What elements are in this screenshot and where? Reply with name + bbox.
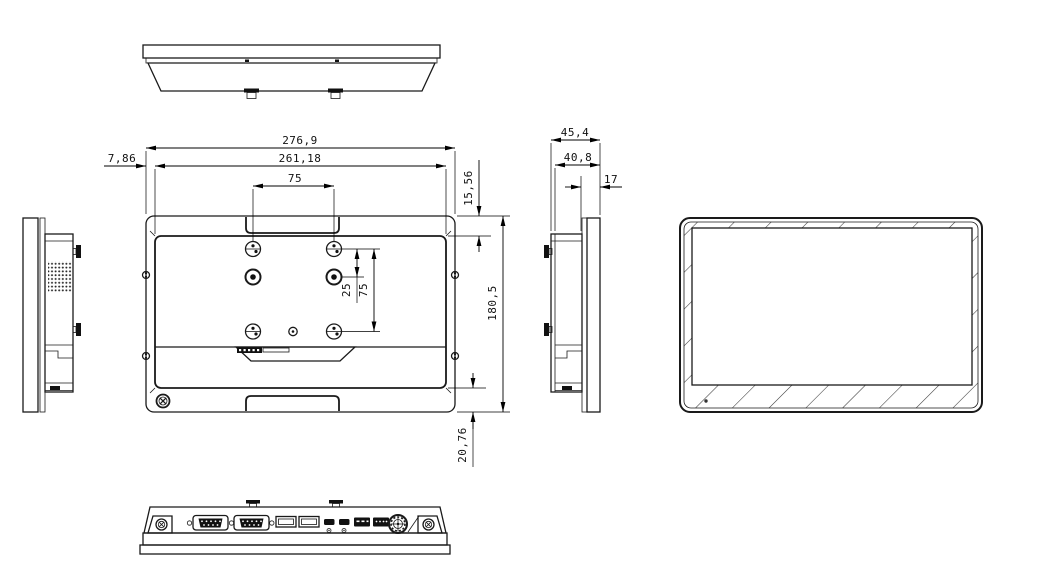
power-connector [388, 514, 408, 534]
dim-body-depth: 40,8 [554, 151, 600, 231]
stand-hole-left [244, 268, 262, 286]
dim-text-body-depth: 40,8 [564, 151, 593, 164]
edge-screw-right-upper [450, 270, 460, 280]
dim-vesa-spacing-h: 75 [252, 172, 335, 241]
dim-text-overall-depth: 45,4 [561, 126, 590, 139]
left-bezel-strip [39, 217, 46, 413]
pilot-hole [288, 326, 298, 337]
dim-text-mount-inset-depth: 17 [604, 173, 618, 186]
vesa-hole-top-right [325, 240, 343, 258]
power-led [704, 399, 708, 403]
right-bezel-strip [581, 217, 588, 413]
left-front-bezel [22, 217, 39, 413]
io-connector-1 [354, 517, 370, 527]
hdmi-port-2 [339, 519, 350, 533]
cable-recess [234, 346, 357, 362]
dim-text-plate-offset-bottom: 20,76 [456, 427, 469, 463]
right-front-bezel [586, 217, 601, 413]
bottom-bezel-band-1 [142, 532, 448, 546]
left-bottom-connector-mark [50, 386, 60, 390]
chamfer-line [407, 515, 420, 533]
dim-center-hole-offset: 25 [340, 248, 380, 303]
internal-connector-strip [237, 347, 290, 353]
side-view-right [544, 217, 601, 413]
usb-port-1 [275, 515, 297, 528]
dim-plate-width: 261,18 [154, 152, 447, 234]
dim-text-plate-offset-left: 7,86 [108, 152, 137, 165]
stand-hole-right [325, 268, 343, 286]
left-housing-step [45, 350, 73, 359]
hdmi-port-1 [324, 519, 335, 533]
latch-mark-left [245, 59, 249, 62]
mount-stud-right [328, 88, 343, 99]
side-mount-stud-lower-right [544, 323, 553, 336]
bottom-view [139, 500, 451, 555]
corner-screw-tab-left [147, 515, 173, 534]
bottom-bezel-band-2 [139, 544, 451, 555]
dim-text-vesa-spacing-h: 75 [288, 172, 302, 185]
side-mount-stud-upper-left [72, 245, 81, 258]
vent-grid [48, 261, 72, 292]
dim-text-overall-width: 276,9 [282, 134, 318, 147]
edge-screw-left-lower [141, 351, 151, 361]
top-view-bezel [142, 44, 441, 59]
edge-screw-right-lower [450, 351, 460, 361]
vesa-hole-bottom-right [325, 323, 343, 340]
dim-overall-height: 180,5 [457, 216, 510, 413]
usb-port-2 [298, 515, 320, 528]
mount-stud-left [244, 88, 259, 99]
top-view [142, 44, 441, 99]
handle-recess-bottom [245, 395, 340, 411]
dim-text-overall-height: 180,5 [486, 285, 499, 321]
vesa-hole-top-left [244, 240, 262, 258]
back-outer-case [145, 215, 456, 413]
dim-mount-inset-depth: 17 [565, 173, 622, 231]
bottom-mount-tab-left [246, 500, 260, 508]
serial-port-1 [186, 514, 235, 531]
right-bottom-connector-mark [562, 386, 572, 390]
front-view [679, 217, 983, 413]
dim-vesa-spacing-v: 75 [342, 249, 380, 332]
latch-mark-right [335, 59, 339, 62]
vesa-mount-plate [154, 235, 447, 389]
dim-overall-depth: 45,4 [550, 126, 601, 231]
right-housing-step [555, 350, 582, 359]
left-rear-housing [44, 233, 74, 393]
front-inner-frame [683, 221, 979, 409]
side-mount-stud-upper-right [544, 245, 553, 258]
dim-text-vesa-spacing-v: 75 [357, 283, 370, 297]
corner-screw [155, 393, 171, 409]
side-mount-stud-lower-left [72, 323, 81, 336]
top-view-rear-housing [146, 62, 437, 92]
handle-recess-top [245, 217, 340, 234]
bezel-hatching [684, 222, 978, 408]
dim-text-plate-offset-top: 15,56 [462, 170, 475, 206]
io-connector-2 [373, 517, 389, 527]
vesa-hole-bottom-left [244, 323, 262, 340]
right-rear-housing [550, 233, 583, 393]
dim-plate-offset-top: 15,56 [448, 160, 510, 252]
top-view-bezel-inner [145, 57, 438, 64]
side-view-left [22, 217, 81, 413]
corner-screw-tab-right [417, 515, 443, 534]
dim-text-center-hole-offset: 25 [340, 283, 353, 297]
edge-screw-left-upper [141, 270, 151, 280]
dim-overall-width: 276,9 [145, 134, 456, 214]
front-outer-frame [679, 217, 983, 413]
display-area [691, 227, 973, 386]
dim-text-plate-width: 261,18 [279, 152, 322, 165]
bottom-mount-tab-right [329, 500, 343, 508]
plate-corner-marks [149, 230, 452, 394]
serial-port-2 [233, 514, 275, 531]
dim-plate-offset-left: 7,86 [104, 152, 146, 169]
dim-plate-offset-bottom: 20,76 [448, 373, 486, 467]
back-view [141, 215, 460, 413]
